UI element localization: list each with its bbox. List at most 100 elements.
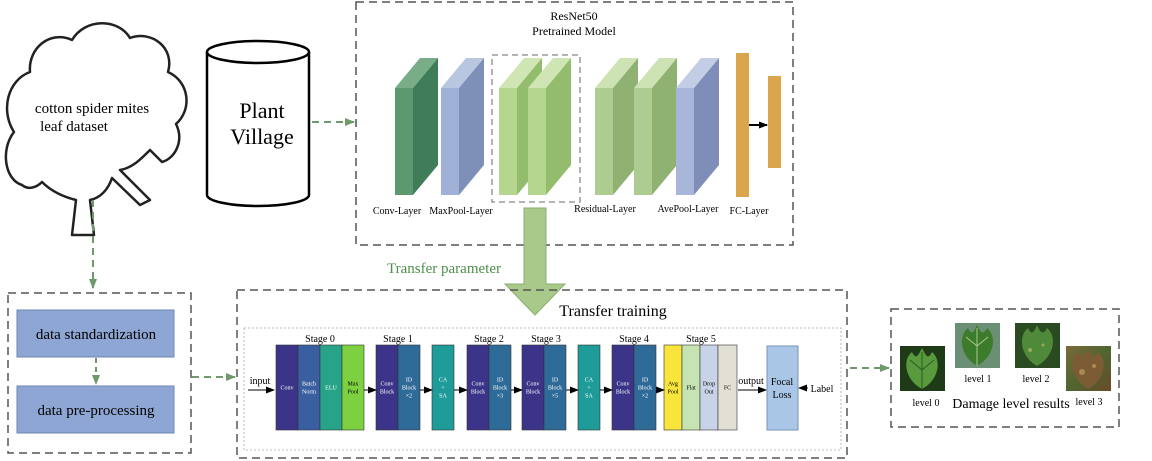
resnet-title-line2: Pretrained Model: [532, 24, 616, 38]
block-fc-text: FC: [724, 386, 731, 392]
stage-label: Stage 4: [619, 334, 649, 345]
block-fc: FC: [717, 344, 738, 431]
avepool-layer-label: AvePool-Layer: [658, 204, 720, 215]
block-convblock2-text: Conv: [471, 382, 484, 388]
block-convblock4-text: Block: [616, 390, 630, 396]
focal-loss-box: [766, 345, 799, 431]
cloud-label-line1: cotton spider mites: [35, 101, 149, 117]
block-casa2-text: +: [587, 386, 591, 392]
block-idblock4-text: ×2: [642, 394, 648, 400]
block-elu-text: ELU: [325, 386, 337, 392]
maxpool-layer-label: MaxPool-Layer: [429, 206, 493, 217]
block-dropout-rect: [699, 344, 719, 431]
block-idblock3: ID Block ×5: [543, 344, 567, 431]
block-casa1-text: +: [441, 386, 445, 392]
plant-village-line1: Plant: [239, 98, 284, 123]
network-blocks: ConvBatchNormELUMaxPoolConvBlockIDBlock×…: [275, 344, 738, 431]
block-idblock3-text: ×5: [552, 394, 558, 400]
level3-label: level 3: [1076, 397, 1103, 408]
level2-label: level 2: [1023, 374, 1050, 385]
plant-village-cylinder: Plant Village: [205, 39, 311, 208]
residual-group-dashed: [491, 54, 581, 203]
level0-label: level 0: [913, 398, 940, 409]
leaf-image-level3: [1066, 346, 1111, 391]
data-preprocessing-box: [16, 385, 175, 434]
resnet50-pretrained-box: ResNet50 Pretrained Model: [355, 1, 794, 246]
leaf-image-level1: [955, 323, 1000, 368]
data-standardization-box: [16, 309, 175, 358]
block-convblock3-text: Block: [526, 390, 540, 396]
level1-label: level 1: [965, 374, 992, 385]
block-idblock1-text: ×2: [406, 394, 412, 400]
residual-layer-label: Residual-Layer: [574, 204, 636, 215]
block-convblock2-text: Block: [471, 390, 485, 396]
block-idblock3-text: ID: [552, 378, 559, 384]
transfer-parameter-arrow: [503, 207, 567, 316]
block-casa1-text: CA: [439, 378, 448, 384]
block-flat-text: Flat: [686, 386, 696, 392]
block-flat: Flat: [681, 344, 701, 431]
block-maxpool-rect: [341, 344, 365, 431]
results-box: level 0 level 1 level 2 level 3 Damage l…: [890, 308, 1120, 428]
fc-layer-bar-2: [768, 76, 781, 168]
block-elu: ELU: [319, 344, 343, 431]
block-fc-rect: [717, 344, 738, 431]
block-idblock2-text: Block: [493, 386, 507, 392]
data-preprocessing-label: data pre-processing: [37, 403, 155, 419]
fc-layer-label: FC-Layer: [730, 206, 770, 217]
block-batchnorm-rect: [297, 344, 321, 431]
network-inner-box: [243, 327, 842, 451]
stage-label: Stage 1: [383, 334, 413, 345]
block-convblock1-rect: [375, 344, 399, 431]
plant-village-line2: Village: [230, 124, 293, 149]
block-idblock3-text: Block: [548, 386, 562, 392]
conv-layer-3d: [395, 58, 438, 195]
input-label: input: [250, 376, 271, 387]
conv-layer-label: Conv-Layer: [373, 206, 422, 217]
block-avgpool-rect: [663, 344, 683, 431]
block-avgpool-text: Avg: [668, 382, 678, 388]
block-idblock4-text: ID: [642, 378, 649, 384]
output-label: output: [738, 376, 764, 387]
block-casa1: CA + SA: [431, 344, 455, 431]
transfer-training-title: Transfer training: [559, 303, 666, 320]
focal-loss-line1: Focal: [771, 377, 793, 388]
block-casa2-text: CA: [585, 378, 594, 384]
block-convblock3-text: Conv: [526, 382, 539, 388]
block-batchnorm-text: Norm: [302, 390, 316, 396]
damage-level-results-title: Damage level results: [952, 397, 1069, 412]
block-avgpool-text: Pool: [667, 390, 678, 396]
block-convblock1-text: Block: [380, 390, 394, 396]
block-convblock4-text: Conv: [616, 382, 629, 388]
block-dropout-text: Drop: [703, 382, 715, 388]
block-convblock4-rect: [611, 344, 635, 431]
block-maxpool: MaxPool: [341, 344, 365, 431]
avepool-layer-3d: [676, 58, 719, 195]
block-casa1-text: SA: [439, 394, 447, 400]
preprocess-box: data standardization data pre-processing: [7, 292, 192, 454]
block-convblock1-text: Conv: [380, 382, 393, 388]
cotton-dataset-cloud: cotton spider mites leaf dataset: [4, 22, 188, 237]
stage-label: Stage 2: [474, 334, 504, 345]
focal-loss-line2: Loss: [773, 390, 792, 401]
block-convblock2-rect: [466, 344, 490, 431]
block-idblock3-rect: [543, 344, 567, 431]
block-batchnorm-text: Batch: [302, 382, 316, 388]
residual-layer-3d-3: [595, 58, 638, 195]
fc-layer-bar-1: [736, 53, 749, 197]
block-idblock4-text: Block: [638, 386, 652, 392]
block-idblock2-text: ID: [497, 378, 504, 384]
resnet-title-line1: ResNet50: [550, 9, 597, 23]
label-text: Label: [811, 384, 834, 395]
